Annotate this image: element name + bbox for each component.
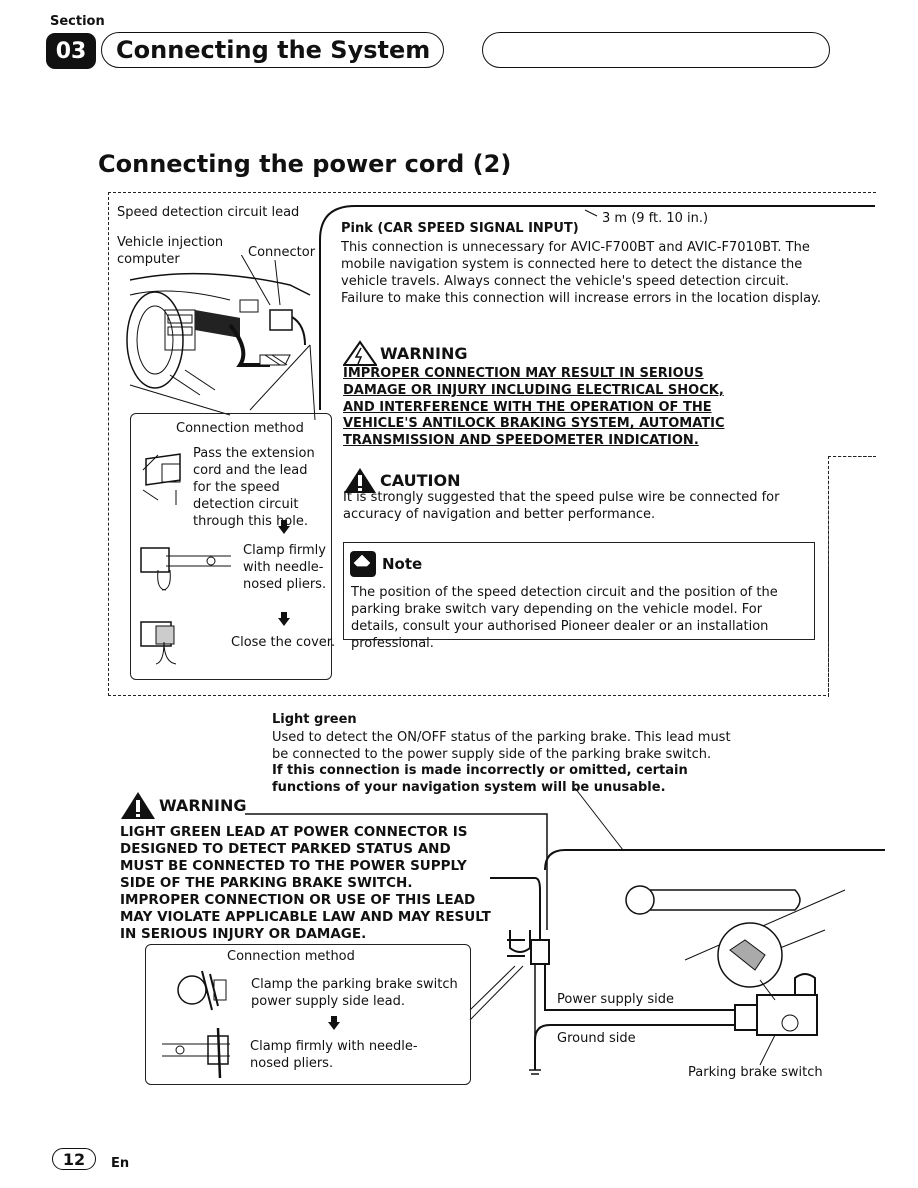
ground-label: Ground side (557, 1031, 636, 1046)
section-title: Connecting the System (101, 32, 444, 68)
power-supply-label: Power supply side (557, 992, 675, 1007)
light-green-text: Used to detect the ON/OFF status of the … (272, 730, 731, 762)
caution-title: CAUTION (380, 470, 461, 490)
connection-method-box-2 (145, 944, 471, 1085)
caution-text: It is strongly suggested that the speed … (343, 490, 780, 522)
speed-section-frame (108, 192, 876, 696)
warning-text: IMPROPER CONNECTION MAY RESULT IN SERIOU… (343, 366, 725, 449)
note-box (343, 542, 815, 640)
caution-icon-2 (121, 792, 155, 819)
connection-method-box (130, 413, 332, 680)
speed-lead-cable (319, 205, 875, 410)
warning2-text: LIGHT GREEN LEAD AT POWER CONNECTOR IS D… (120, 824, 491, 942)
section-label: Section (50, 14, 105, 29)
language-label: En (111, 1156, 130, 1171)
parking-brake-diagram (245, 787, 885, 1075)
light-green-bold: If this connection is made incorrectly o… (272, 763, 688, 795)
hole-clip-icon (142, 453, 181, 505)
pliers-clamp-icon-2 (162, 1027, 230, 1079)
pink-heading: Pink (CAR SPEED SIGNAL INPUT) (341, 221, 579, 236)
note-title: Note (382, 555, 423, 573)
page-number: 12 (52, 1148, 96, 1170)
pen-icon (350, 551, 376, 577)
dashboard-illustration (126, 255, 316, 420)
warning2-heading: WARNING (120, 790, 247, 820)
pliers-clamp-icon (140, 547, 231, 591)
step-arrow-3 (328, 1016, 340, 1030)
length-label: 3 m (9 ft. 10 in.) (602, 211, 709, 226)
warning-heading: WARNING (343, 340, 468, 366)
page-title: Connecting the power cord (2) (98, 150, 512, 178)
light-green-heading: Light green (272, 712, 357, 727)
section-number: 03 (46, 33, 96, 69)
method2-step2: Clamp firmly with needle-nosed pliers. (250, 1039, 418, 1071)
method2-step1: Clamp the parking brake switch power sup… (251, 977, 458, 1009)
brake-lead-clamp-icon (177, 970, 227, 1011)
closed-clip-icon (140, 621, 177, 665)
speed-lead-label: Speed detection circuit lead (117, 205, 300, 220)
caution-icon (344, 468, 376, 493)
electric-warning-icon (343, 340, 377, 366)
section-subtitle-box (482, 32, 830, 68)
warning-title: WARNING (380, 343, 468, 363)
caution-heading: CAUTION (343, 466, 460, 494)
method-step1: Pass the extension cord and the lead for… (193, 446, 315, 529)
connector-label: Connector (248, 245, 316, 260)
warning2-title: WARNING (159, 795, 247, 815)
method-step3: Close the cover. (231, 635, 336, 650)
pink-text: This connection is unnecessary for AVIC-… (341, 240, 822, 306)
connection-method-title: Connection method (172, 420, 308, 437)
step-arrow-1 (278, 520, 290, 534)
step-arrow-2 (278, 612, 290, 626)
vehicle-computer-label: Vehicle injection computer (117, 235, 224, 267)
note-text: The position of the speed detection circ… (351, 585, 778, 651)
parking-switch-label: Parking brake switch (688, 1065, 823, 1080)
method-step2: Clamp firmly with needle-nosed pliers. (243, 543, 327, 592)
connection-method-title-2: Connection method (227, 949, 355, 964)
note-heading: Note (350, 551, 422, 577)
